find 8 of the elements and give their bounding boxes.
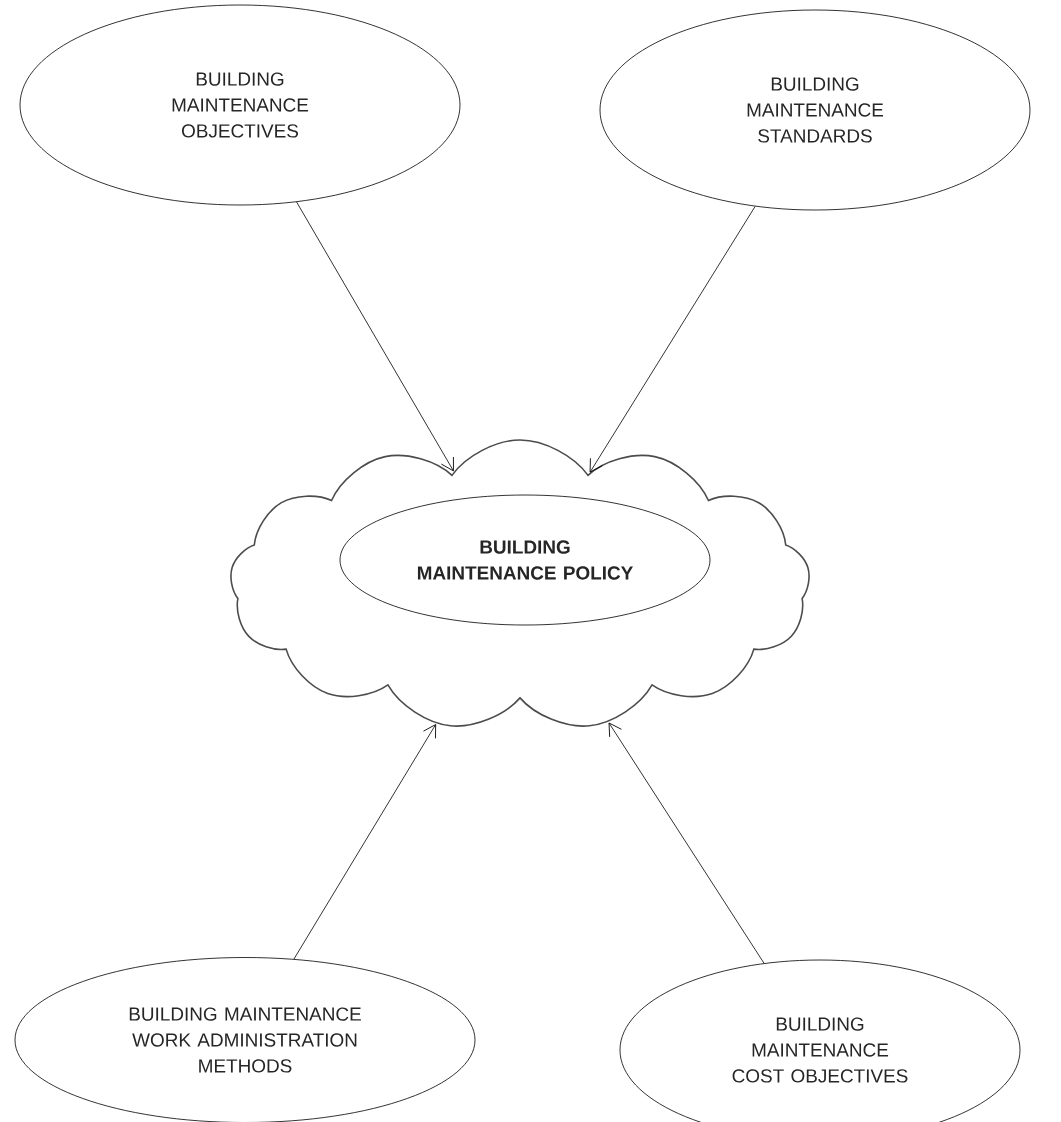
ellipse-node: BUILDING MAINTENANCE STANDARDS [599, 9, 1031, 211]
arrow [608, 722, 765, 964]
ellipse-node: BUILDING MAINTENANCE POLICY [339, 494, 711, 626]
ellipse-node: BUILDING MAINTENANCE OBJECTIVES [19, 4, 461, 206]
cloud-shape [230, 439, 810, 727]
arrow [296, 201, 454, 472]
arrow [589, 206, 756, 473]
arrow [293, 724, 437, 960]
